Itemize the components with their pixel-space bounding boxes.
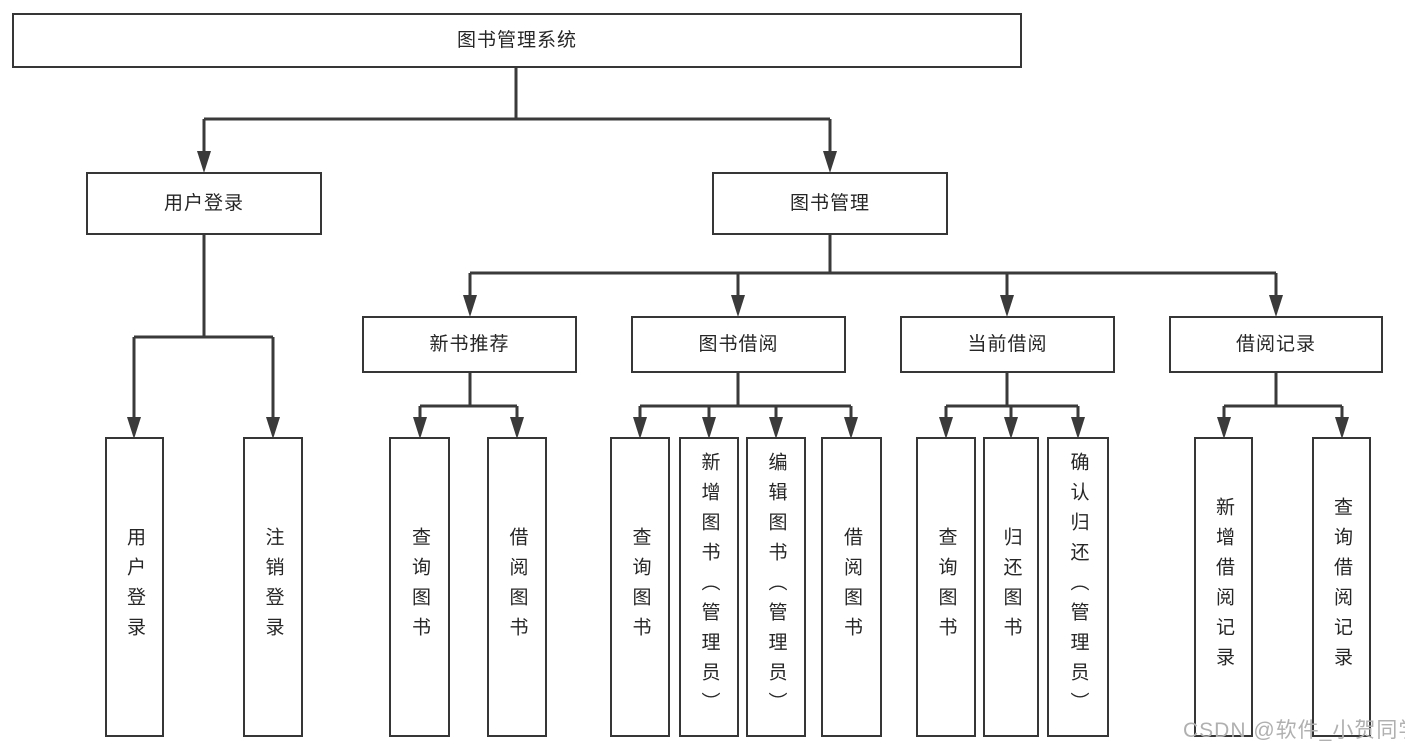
connector-borrow-records-to-leaves: [1222, 373, 1344, 423]
leaf-add-book-admin: 新增图书（管理员）: [679, 437, 739, 737]
leaf-return-book: 归还图书: [983, 437, 1039, 737]
node-label: 确认归还（管理员）: [1067, 452, 1089, 722]
node-label: 查询图书: [935, 527, 957, 647]
node-label: 查询借阅记录: [1331, 497, 1352, 677]
node-label: 新增借阅记录: [1213, 497, 1234, 677]
leaf-query-books-borrow: 查询图书: [610, 437, 670, 737]
node-label: 查询图书: [409, 527, 430, 647]
node-label: 归还图书: [1000, 527, 1022, 647]
node-label: 新增图书（管理员）: [698, 452, 720, 722]
node-label: 编辑图书（管理员）: [765, 452, 787, 722]
node-label: 图书管理: [789, 193, 870, 214]
node-label: 图书借阅: [698, 334, 779, 355]
leaf-user-login: 用户登录: [105, 437, 164, 737]
node-current-borrow: 当前借阅: [900, 316, 1115, 373]
node-new-book-recommend: 新书推荐: [362, 316, 577, 373]
connector-new-book-recommend-to-leaves: [418, 373, 519, 423]
connector-book-borrow-to-leaves: [638, 373, 853, 423]
leaf-query-books-recommend: 查询图书: [389, 437, 450, 737]
leaf-logout: 注销登录: [243, 437, 303, 737]
leaf-borrow-books-recommend: 借阅图书: [487, 437, 547, 737]
node-book-management-system: 图书管理系统: [12, 13, 1022, 68]
leaf-query-books-current: 查询图书: [916, 437, 976, 737]
leaf-confirm-return-admin: 确认归还（管理员）: [1047, 437, 1109, 737]
node-label: 借阅图书: [506, 527, 528, 647]
connector-book-management-to-level3: [468, 235, 1278, 301]
leaf-edit-book-admin: 编辑图书（管理员）: [746, 437, 806, 737]
node-label: 新书推荐: [429, 334, 510, 355]
connector-current-borrow-to-leaves: [944, 373, 1080, 423]
watermark: CSDN @软件_小贺同学: [1183, 719, 1405, 742]
node-book-borrow: 图书借阅: [631, 316, 846, 373]
node-label: 用户登录: [163, 193, 244, 214]
leaf-borrow-books-2: 借阅图书: [821, 437, 882, 737]
node-label: 注销登录: [262, 527, 284, 647]
leaf-query-borrow-record: 查询借阅记录: [1312, 437, 1371, 737]
node-label: 图书管理系统: [456, 30, 577, 51]
leaf-add-borrow-record: 新增借阅记录: [1194, 437, 1253, 737]
node-label: 借阅图书: [841, 527, 862, 647]
node-borrow-records: 借阅记录: [1169, 316, 1383, 373]
node-label: 查询图书: [629, 527, 651, 647]
node-label: 当前借阅: [967, 334, 1048, 355]
node-book-management: 图书管理: [712, 172, 948, 235]
node-label: 用户登录: [124, 527, 145, 647]
node-user-login: 用户登录: [86, 172, 322, 235]
node-label: 借阅记录: [1235, 334, 1316, 355]
connector-root-to-level2: [202, 68, 832, 158]
connector-user-login-to-leaves: [132, 235, 275, 423]
